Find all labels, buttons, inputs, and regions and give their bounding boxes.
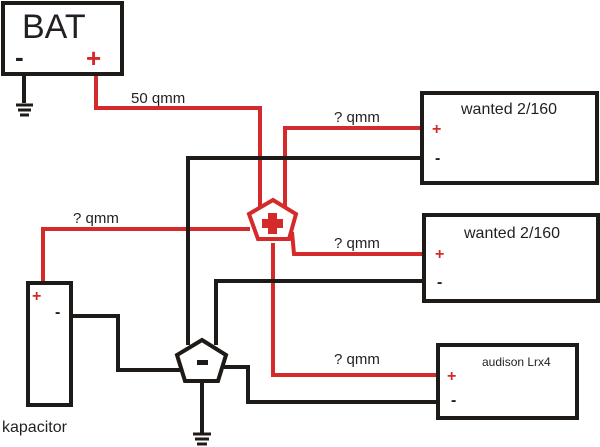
amp3-cable-label: ? qmm: [334, 351, 380, 368]
amplifier-3-minus-terminal: -: [451, 392, 456, 409]
capacitor-negative-wire: [70, 314, 180, 372]
capacitor-cable-label: ? qmm: [73, 210, 119, 227]
capacitor-label: kapacitor: [2, 419, 68, 436]
capacitor-box: [26, 281, 73, 407]
capacitor: + - kapacitor: [2, 281, 73, 436]
battery-minus-terminal: -: [15, 42, 24, 72]
amplifier-2-plus-terminal: +: [435, 246, 444, 263]
amplifier-2-minus-terminal: -: [437, 274, 442, 291]
battery-plus-terminal: +: [86, 43, 101, 73]
amp2-cable-label: ? qmm: [334, 235, 380, 252]
capacitor-positive-wire: [41, 227, 250, 282]
distribution-ground-icon: [193, 432, 211, 446]
amplifier-3-plus-terminal: +: [447, 368, 456, 385]
positive-distribution-block: [246, 197, 299, 241]
capacitor-minus-terminal: -: [55, 304, 60, 321]
plus-icon: [262, 213, 283, 234]
amp1-positive-wire: [283, 126, 422, 212]
main-cable-label: 50 qmm: [131, 90, 185, 107]
battery-box: [1, 1, 124, 76]
battery: BAT - +: [1, 1, 124, 76]
amplifier-1-plus-terminal: +: [432, 121, 441, 138]
battery-label: BAT: [22, 8, 86, 46]
amp3-positive-wire: [271, 243, 438, 377]
amplifier-2: wanted 2/160 + -: [422, 213, 600, 303]
amp1-cable-label: ? qmm: [334, 109, 380, 126]
amplifier-1-box: [420, 91, 599, 185]
amp2-negative-wire: [214, 279, 422, 345]
amplifier-2-box: [422, 213, 600, 303]
amplifier-1-minus-terminal: -: [435, 150, 440, 167]
amplifier-3-label: audison Lrx4: [482, 355, 551, 369]
minus-icon: [197, 360, 208, 365]
battery-ground-icon: [16, 103, 33, 117]
amplifier-3: audison Lrx4 + -: [436, 343, 579, 420]
amp2-positive-wire: [290, 231, 422, 256]
amp1-negative-wire: [186, 156, 422, 345]
amp3-negative-wire: [224, 365, 438, 404]
amplifier-3-box: [436, 343, 579, 420]
amplifier-1-label: wanted 2/160: [460, 101, 557, 118]
negative-distribution-block: [174, 337, 229, 383]
amplifier-1: wanted 2/160 + -: [420, 91, 599, 185]
capacitor-plus-terminal: +: [32, 288, 41, 305]
amplifier-2-label: wanted 2/160: [463, 225, 560, 242]
